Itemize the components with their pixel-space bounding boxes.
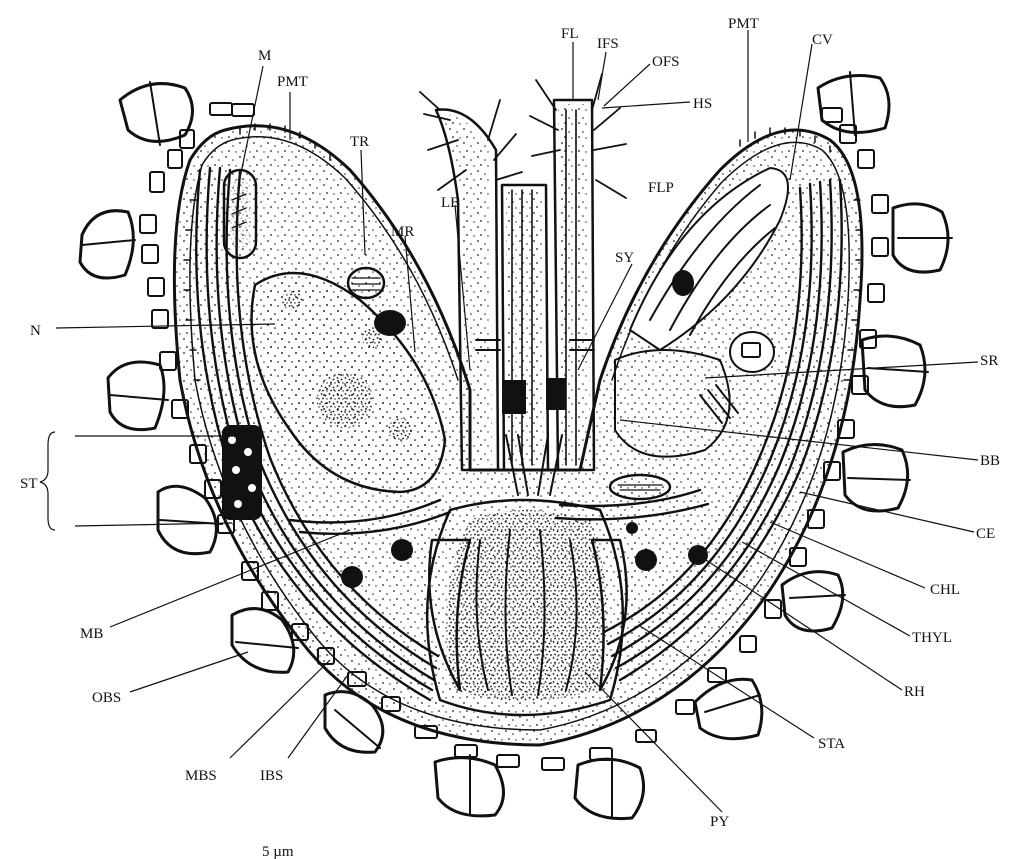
label-mbs: MBS	[185, 768, 217, 784]
microbodies	[341, 522, 708, 588]
label-lb: LB	[441, 195, 460, 211]
label-pmt-right: PMT	[728, 16, 759, 32]
scale-label: 5 µm	[262, 844, 294, 859]
label-ofs: OFS	[652, 54, 680, 70]
outer-body-scales	[78, 71, 953, 821]
label-rh: RH	[904, 684, 925, 700]
mitochondria-small	[346, 266, 672, 501]
label-chl: CHL	[930, 582, 960, 598]
label-obs: OBS	[92, 690, 121, 706]
label-thyl: THYL	[912, 630, 952, 646]
label-py: PY	[710, 814, 729, 830]
golgi-region	[614, 167, 789, 458]
labels: M PMT TR LB MR FL IFS OFS HS FLP PMT CV …	[20, 16, 1000, 859]
label-m: M	[258, 48, 271, 64]
label-ibs: IBS	[260, 768, 283, 784]
label-n: N	[30, 323, 41, 339]
leader-lines	[39, 30, 979, 813]
label-ce: CE	[976, 526, 995, 542]
label-tr: TR	[350, 134, 369, 150]
label-bb: BB	[980, 453, 1000, 469]
label-fl: FL	[561, 26, 579, 42]
stigma-granules	[222, 425, 262, 520]
mitochondrion	[222, 168, 258, 260]
label-pmt-left: PMT	[277, 74, 308, 90]
label-sy: SY	[615, 250, 634, 266]
label-mr: MR	[391, 224, 414, 240]
label-ifs: IFS	[597, 36, 619, 52]
label-flp: FLP	[648, 180, 674, 196]
label-sr: SR	[980, 353, 998, 369]
label-cv: CV	[812, 32, 833, 48]
flagella	[419, 73, 627, 496]
pyrenoid	[425, 498, 628, 717]
nucleus	[250, 271, 447, 494]
label-sta: STA	[818, 736, 845, 752]
label-mb: MB	[80, 626, 103, 642]
label-st: ST	[20, 476, 38, 492]
label-hs: HS	[693, 96, 712, 112]
